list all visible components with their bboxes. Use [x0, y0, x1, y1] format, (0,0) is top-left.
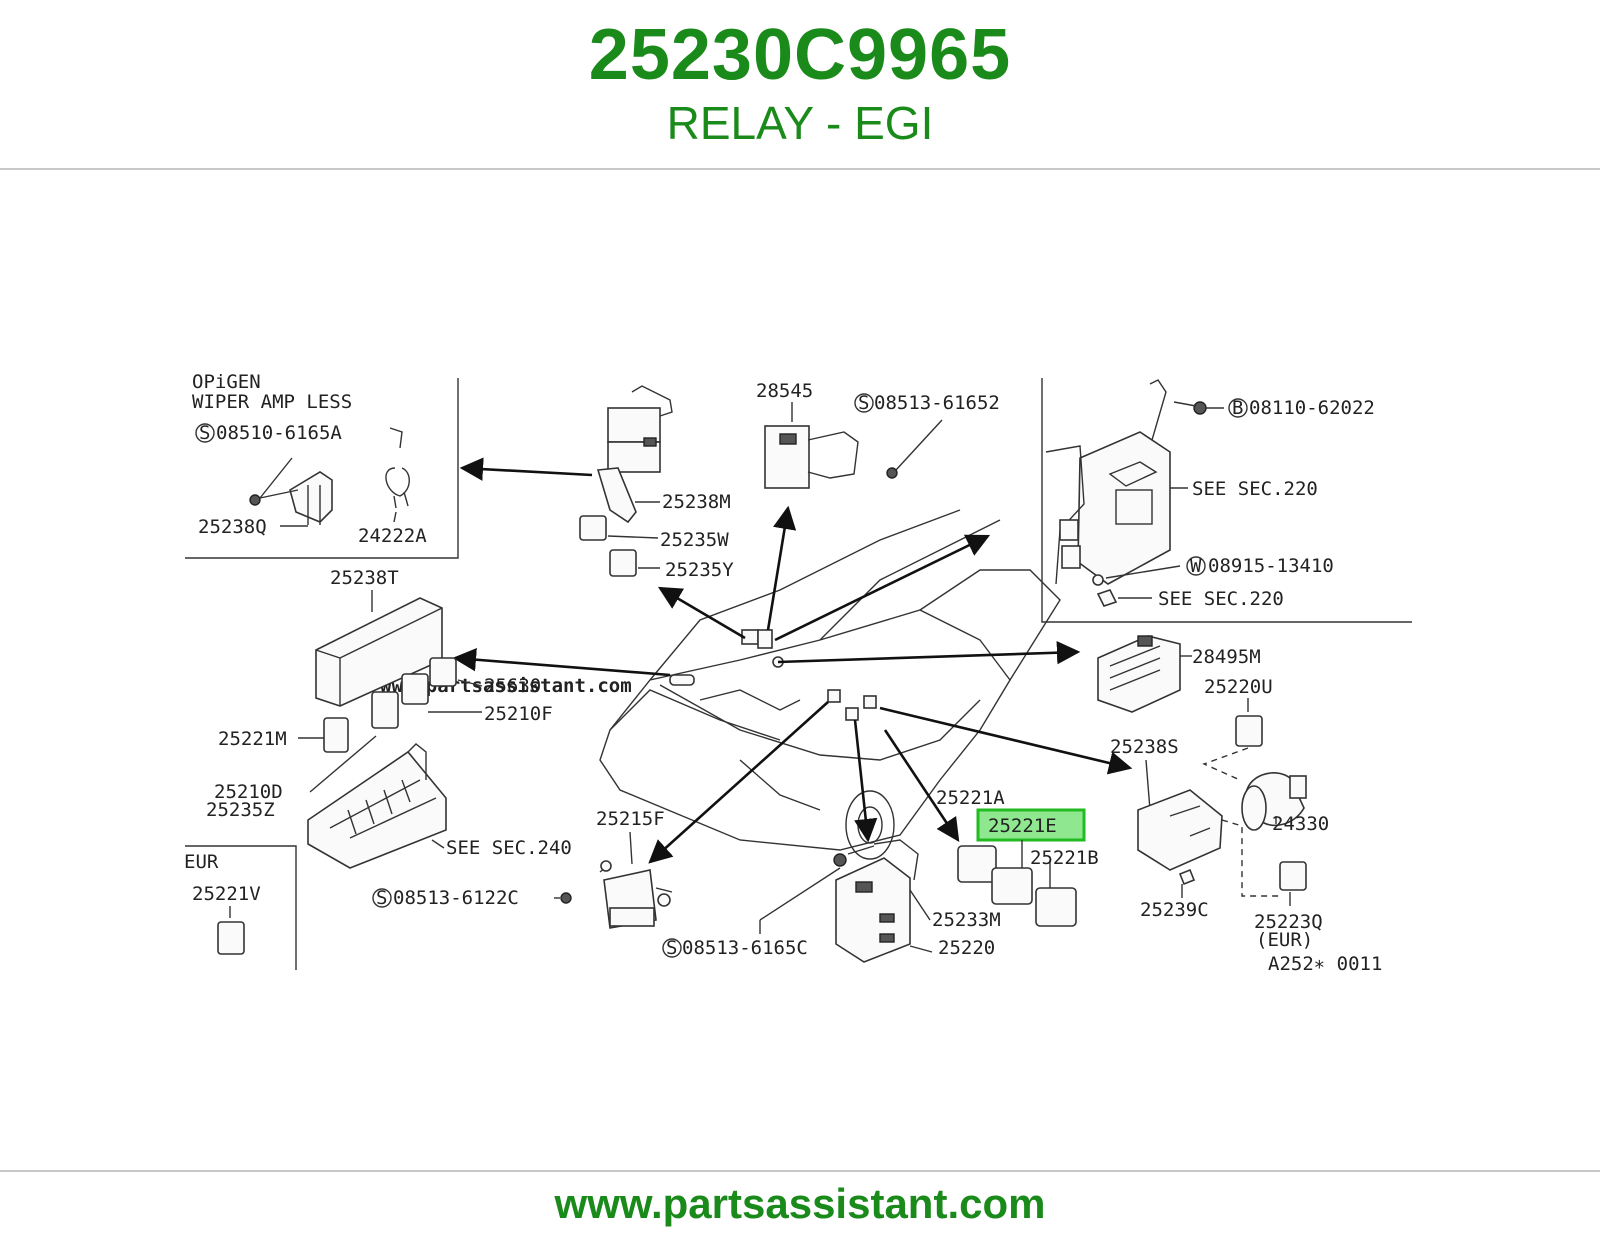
inset-title-wiper-amp-less: WIPER AMP LESS — [192, 391, 352, 413]
part-group-25238T: 25238T 25630 25210F 25221M 25210D 25235Z — [206, 567, 553, 821]
part-group-eur-25221V: EUR 25221V — [184, 851, 261, 955]
callout-arrows — [452, 457, 1133, 864]
parts-diagram: www.partsassistant.com — [184, 371, 1412, 975]
circle-s-icon-3: S — [666, 937, 677, 959]
part-group-28495M: 28495M — [1097, 635, 1261, 713]
part-number-title: 25230C9965 — [588, 15, 1012, 95]
label-28495M: 28495M — [1192, 646, 1261, 668]
label-25221V: 25221V — [192, 883, 261, 905]
label-see-sec-240: SEE SEC.240 — [446, 837, 572, 859]
header: 25230C9965 RELAY - EGI — [0, 0, 1600, 170]
label-25630: 25630 — [484, 675, 541, 697]
label-24222A: 24222A — [358, 525, 427, 547]
circle-s-icon-4: S — [376, 887, 387, 909]
part-group-25238M: 25238M 25235W 25235Y — [579, 385, 734, 581]
label-25215F: 25215F — [596, 808, 665, 830]
label-24330: 24330 — [1272, 813, 1329, 835]
part-group-25221E: 25221A 25221E 25221B — [936, 787, 1099, 927]
label-25221M: 25221M — [218, 728, 287, 750]
label-08513-6165C: 08513-6165C — [682, 937, 808, 959]
circle-b-icon: B — [1232, 397, 1243, 419]
highlight-box-25221E — [976, 808, 1086, 842]
part-description: RELAY - EGI — [666, 97, 934, 149]
label-28545: 28545 — [756, 380, 813, 402]
label-25238Q: 25238Q — [198, 516, 267, 538]
label-08510-6165A: 08510-6165A — [216, 422, 342, 444]
diagram-code: A252∗ 0011 — [1268, 953, 1382, 975]
label-see-sec-220-a: SEE SEC.220 — [1192, 478, 1318, 500]
label-08915-13410: 08915-13410 — [1208, 555, 1334, 577]
label-25238M: 25238M — [662, 491, 731, 513]
part-group-25215F: 25215F S 08513-6122C — [372, 808, 673, 929]
label-25210F: 25210F — [484, 703, 553, 725]
label-25221A: 25221A — [936, 787, 1005, 809]
part-group-opigen: OPiGEN WIPER AMP LESS S 08510-6165A 2523… — [192, 371, 427, 547]
part-group-ecu: B 08110-62022 SEE SEC.220 W 08915-13410 … — [1045, 379, 1375, 610]
part-group-25238S: 25220U 25238S 24330 25239C 25223Q (EUR) … — [1110, 676, 1382, 975]
circle-s-icon: S — [199, 422, 210, 444]
label-25233M: 25233M — [932, 909, 1001, 931]
label-25238S: 25238S — [1110, 736, 1179, 758]
label-25239C: 25239C — [1140, 899, 1209, 921]
car-body-outline — [599, 509, 1061, 860]
part-group-28545: 28545 S 08513-61652 — [756, 380, 1000, 489]
header-divider — [0, 168, 1600, 170]
part-group-25220: 25233M 25220 S 08513-6165C — [662, 839, 1001, 963]
inset-title-eur: EUR — [184, 851, 219, 873]
label-25220: 25220 — [938, 937, 995, 959]
circle-s-icon-2: S — [858, 392, 869, 414]
footer-website-link[interactable]: www.partsassistant.com — [554, 1180, 1046, 1227]
label-25235W: 25235W — [660, 529, 729, 551]
label-08513-61652: 08513-61652 — [874, 392, 1000, 414]
circle-w-icon: W — [1190, 555, 1202, 577]
label-08110-62022: 08110-62022 — [1249, 397, 1375, 419]
label-eur-tag: (EUR) — [1256, 929, 1313, 951]
part-group-fuse-block: SEE SEC.240 — [307, 743, 572, 869]
label-25221B: 25221B — [1030, 847, 1099, 869]
label-25235Z: 25235Z — [206, 799, 275, 821]
label-25221E-highlighted: 25221E — [988, 815, 1057, 837]
inset-frame-bottom-left — [185, 845, 297, 970]
label-25220U: 25220U — [1204, 676, 1273, 698]
inset-title-opigen: OPiGEN — [192, 371, 261, 393]
footer-divider — [0, 1170, 1600, 1172]
label-08513-6122C: 08513-6122C — [393, 887, 519, 909]
label-25238T: 25238T — [330, 567, 399, 589]
inset-frame-top-left — [185, 378, 459, 559]
label-25235Y: 25235Y — [665, 559, 734, 581]
label-see-sec-220-b: SEE SEC.220 — [1158, 588, 1284, 610]
inset-frame-top-right — [1041, 378, 1412, 623]
label-25210D: 25210D — [214, 781, 283, 803]
label-25223Q: 25223Q — [1254, 911, 1323, 933]
